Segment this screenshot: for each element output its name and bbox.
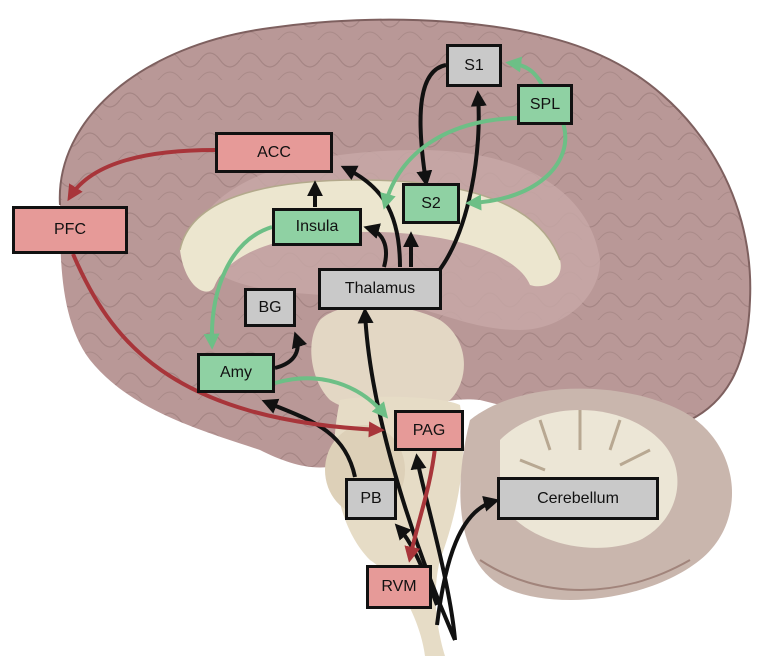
cerebellum-box: Cerebellum bbox=[497, 477, 659, 520]
bg-box: BG bbox=[244, 288, 296, 327]
spl-label: SPL bbox=[530, 96, 560, 114]
amy-box: Amy bbox=[197, 353, 275, 393]
insula-box: Insula bbox=[272, 208, 362, 246]
pb-box: PB bbox=[345, 478, 397, 520]
acc-label: ACC bbox=[257, 144, 291, 162]
pag-box: PAG bbox=[394, 410, 464, 451]
s2-box: S2 bbox=[402, 183, 460, 224]
thalamus-label: Thalamus bbox=[345, 280, 415, 298]
rvm-label: RVM bbox=[381, 578, 416, 596]
pfc-box: PFC bbox=[12, 206, 128, 254]
pag-label: PAG bbox=[413, 422, 446, 440]
insula-label: Insula bbox=[296, 218, 339, 236]
pb-label: PB bbox=[360, 490, 381, 508]
cerebellum-label: Cerebellum bbox=[537, 490, 619, 508]
rvm-box: RVM bbox=[366, 565, 432, 609]
s1-label: S1 bbox=[464, 57, 484, 75]
spl-box: SPL bbox=[517, 84, 573, 125]
pfc-label: PFC bbox=[54, 221, 86, 239]
s1-box: S1 bbox=[446, 44, 502, 87]
s2-label: S2 bbox=[421, 195, 441, 213]
acc-box: ACC bbox=[215, 132, 333, 173]
thalamus-box: Thalamus bbox=[318, 268, 442, 310]
amy-label: Amy bbox=[220, 364, 252, 382]
bg-label: BG bbox=[258, 299, 281, 317]
